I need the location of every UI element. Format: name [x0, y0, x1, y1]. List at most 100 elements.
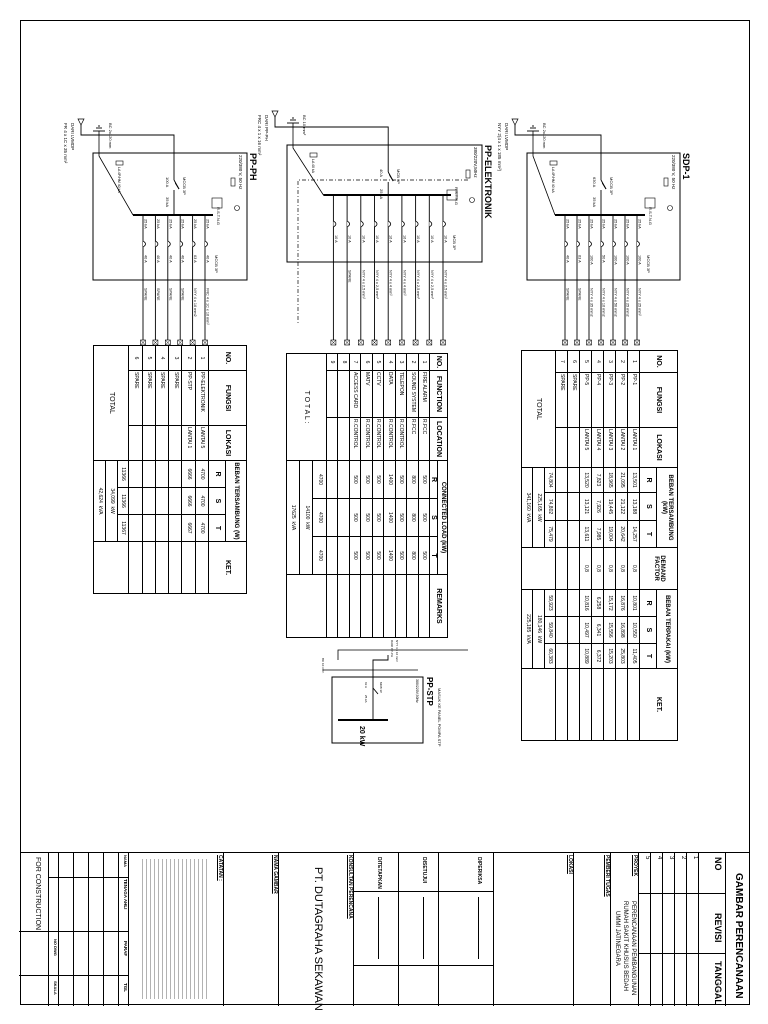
header-phase-s: S	[639, 616, 657, 644]
table-cell: 0,8	[627, 547, 640, 590]
branch-breaker-icon	[429, 220, 433, 228]
total-kva-cell: 17625 kVA	[286, 460, 300, 575]
branch-breaker-rating: 63 A	[578, 255, 582, 263]
header-demand-factor: DEMAND FACTOR	[639, 547, 678, 590]
main-breaker-icon	[387, 171, 394, 182]
table-cell: DATA	[383, 370, 396, 418]
incoming-cable-label: FR 4 x 1C x 35 mm²	[63, 123, 68, 164]
rev-header-tanggal: TANGGAL	[713, 961, 723, 1005]
table-cell	[555, 520, 568, 548]
table-cell: 500	[372, 498, 384, 537]
header-no: NO.	[429, 353, 448, 371]
branch-breaker-rating: 10 A	[430, 235, 434, 243]
table-cell: 3	[395, 353, 407, 371]
total-remarks-cell	[521, 668, 556, 741]
staff-header-tgl: TGL	[123, 983, 128, 992]
table-cell: LANTAI 5	[195, 425, 209, 461]
cable-terminal-icon	[634, 339, 640, 346]
pilot-lamp-icon	[667, 205, 673, 211]
table-cell	[337, 536, 350, 575]
header-remarks: KET.	[208, 541, 247, 594]
table-cell: 500	[418, 460, 430, 499]
table-cell: 13,188	[627, 492, 640, 521]
total-kw-unit: kW	[536, 635, 543, 644]
header-phase-s: S	[639, 492, 657, 521]
incoming-arrow-icon	[271, 110, 279, 118]
table-cell: 500	[360, 536, 373, 575]
branch-cable-label: NYY 4 x 35 mm2	[590, 288, 594, 317]
source-label: DARI LVMDP	[504, 123, 509, 150]
total-kw-unit: kW	[108, 506, 115, 514]
remarks-cell	[372, 574, 384, 638]
table-cell: 16,898	[615, 616, 628, 644]
branch-cable-label: SPARE	[144, 288, 148, 301]
branch-cable-label: NYY 4 x 4 mm²	[402, 270, 406, 296]
header-connected-load: BEBAN TERSAMBUNG (kW)	[656, 467, 678, 548]
total-phase-value: 11367	[117, 514, 129, 542]
branch-breaker-rating: 100 A	[626, 255, 630, 265]
branch-cable-label: SPARE	[566, 288, 570, 301]
main-breaker-type: MCCB 3P	[609, 177, 614, 195]
branch-cable-label: NYY 4 x 50 mm2	[614, 288, 618, 317]
header-function: FUNGSI	[208, 370, 247, 426]
branch-cable-label: NYY 4 x 16 mm2	[193, 288, 197, 317]
branch-breaker-rating: 40 A	[181, 255, 185, 263]
header-no: NO.	[639, 350, 678, 373]
ground-label: BC 10 mm²	[302, 115, 307, 136]
table-cell	[555, 616, 568, 644]
table-cell: LANTAI 3	[603, 427, 616, 468]
ground-label: BC 2x120 mm	[542, 123, 547, 149]
table-cell: 500	[418, 536, 430, 575]
table-cell: R.CONTROL	[349, 417, 361, 461]
cable-terminal-icon	[189, 339, 196, 346]
branch-breaker-icon	[204, 240, 208, 248]
main-breaker-icon	[173, 179, 180, 190]
branch-breaker-rating: 40 A	[144, 255, 148, 263]
proyek-label: PROYEK	[632, 855, 638, 877]
diperiksa-label: DIPERIKSA	[476, 857, 482, 885]
main-breaker-ka: 35 kA	[165, 197, 170, 208]
branch-breaker-rating: 40 A	[168, 255, 172, 263]
total-kw-unit: kW	[536, 514, 543, 522]
table-cell: PP-ELEKTRONIK	[195, 370, 209, 426]
header-phase-r: R	[639, 467, 657, 493]
table-cell: LANTAI 1	[627, 427, 640, 468]
header-phase-t: T	[429, 536, 438, 575]
table-cell: 0,8	[615, 547, 628, 590]
branch-cable-label: NYY 4 x 25 mm²	[638, 288, 642, 317]
table-cell: 13,501	[627, 467, 640, 493]
table-cell	[555, 547, 568, 590]
ground-icon	[93, 125, 105, 132]
rev-row-no: 2	[680, 856, 686, 860]
table-cell: 0,8	[579, 547, 592, 590]
table-cell: 7	[555, 350, 568, 373]
table-cell: 25,803	[615, 643, 628, 669]
table-cell: 500	[349, 460, 361, 499]
header-location: LOKASI	[639, 427, 678, 468]
table-cell: 9	[326, 353, 338, 371]
table-cell: 500	[395, 460, 407, 499]
table-cell: 500	[418, 498, 430, 537]
branch-breaker-icon	[612, 240, 616, 248]
table-cell: 6667	[181, 514, 196, 542]
table-cell: R.FCC	[406, 417, 419, 461]
indicator-lamp-icon	[663, 177, 669, 187]
main-breaker-rating: 40 A	[379, 169, 384, 177]
remarks-cell	[337, 574, 350, 638]
pilot-lamp-icon	[234, 205, 240, 211]
rev-row-no: 4	[656, 856, 662, 860]
incoming-feeder	[274, 117, 389, 195]
panel-voltage: 220/380 V, 50 Hz	[671, 155, 676, 190]
table-cell: 15,203	[603, 643, 616, 669]
branch-breaker-ka: 25 kA	[638, 219, 642, 229]
branch-breaker-ka: 25 kA	[578, 219, 582, 229]
lightning-arrester-icon	[549, 160, 558, 166]
main-breaker-type: MCCB 3P	[182, 177, 187, 195]
table-cell: 1	[627, 350, 640, 373]
